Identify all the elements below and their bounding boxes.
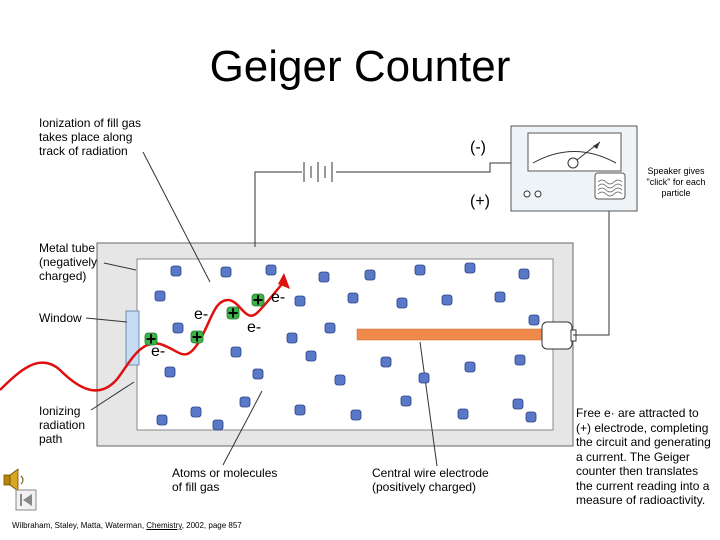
gas-atom: [170, 265, 182, 277]
gas-atom: [286, 332, 298, 344]
gas-atom: [464, 262, 476, 274]
electron-label: e-: [271, 289, 286, 306]
gas-atom: [494, 291, 506, 303]
meter-speaker-grille: [594, 172, 626, 200]
gas-atom: [400, 395, 412, 407]
positive-ions: + + + +: [144, 290, 265, 349]
gas-atom: [364, 269, 376, 281]
gas-atom: [380, 356, 392, 368]
central-wire-electrode: [356, 328, 552, 341]
gas-atom: [418, 372, 430, 384]
radiation-path: [0, 283, 283, 392]
gas-atom: [525, 411, 537, 423]
ion-plus-sign: +: [146, 329, 157, 349]
gas-atom: [514, 354, 526, 366]
electron-label: e-: [194, 306, 209, 323]
gas-atom: [396, 297, 408, 309]
page-title: Geiger Counter: [209, 42, 511, 91]
ion-plus-sign: +: [192, 327, 203, 347]
positive-terminal-label: (+): [470, 193, 490, 210]
negative-terminal-label: (-): [470, 139, 486, 156]
metal-tube-label: Metal tube (negatively charged): [39, 241, 98, 283]
ionizing-path-label: Ionizing radiation path: [39, 404, 86, 446]
gas-atom: [347, 292, 359, 304]
citation-page: , 2002, page 857: [181, 521, 242, 530]
positive-ion: [226, 306, 240, 320]
gas-atom: [528, 314, 540, 326]
gas-atom: [518, 268, 530, 280]
gas-atom: [230, 346, 242, 358]
positive-ion: [190, 330, 204, 344]
citation-book-link[interactable]: Chemistry: [146, 521, 182, 530]
circuit-wire-top: [254, 171, 302, 247]
tube-window: [125, 310, 140, 366]
gas-atom: [220, 266, 232, 278]
gas-atom: [457, 408, 469, 420]
gas-atom: [294, 295, 306, 307]
counter-meter: [510, 125, 638, 212]
gas-atom: [239, 396, 251, 408]
positive-ion: [251, 293, 265, 307]
gas-atom: [334, 374, 346, 386]
citation-authors: Wilbraham, Staley, Matta, Waterman,: [12, 521, 147, 530]
atoms-label: Atoms or molecules of fill gas: [172, 466, 278, 494]
gas-atom: [305, 350, 317, 362]
gas-atom: [154, 290, 166, 302]
ion-plus-sign: +: [228, 303, 239, 323]
gas-atom: [512, 398, 524, 410]
tube-interior: [136, 258, 554, 431]
wire-end-connector: [541, 321, 573, 350]
gas-atom: [441, 294, 453, 306]
citation: Wilbraham, Staley, Matta, Waterman, Chem…: [12, 521, 242, 530]
circuit-wire-right: [573, 210, 610, 336]
battery: [303, 162, 333, 182]
gas-atom: [265, 264, 277, 276]
ionization-label: Ionization of fill gas takes place along…: [39, 116, 142, 158]
gas-atoms: [154, 262, 540, 431]
gas-atom: [190, 406, 202, 418]
gas-atom: [414, 264, 426, 276]
gas-atom: [318, 271, 330, 283]
electron-label: e-: [151, 343, 166, 360]
free-electrons-label: Free e· are attracted to (+) electrode, …: [576, 406, 711, 507]
gas-atom: [164, 366, 176, 378]
central-wire-label: Central wire electrode (positively charg…: [372, 466, 489, 494]
gas-atom: [350, 409, 362, 421]
ion-plus-sign: +: [253, 290, 264, 310]
leader-lines: [85, 151, 438, 467]
gas-atom: [464, 361, 476, 373]
positive-ion: [144, 332, 158, 346]
gas-atom: [324, 322, 336, 334]
electron-label: e-: [247, 319, 262, 336]
speaker-icon[interactable]: [3, 468, 24, 492]
window-label: Window: [39, 311, 82, 325]
gas-atom: [252, 368, 264, 380]
gas-atom: [156, 414, 168, 426]
gas-atom: [294, 404, 306, 416]
media-control-icon[interactable]: [15, 489, 37, 511]
gas-atom: [212, 419, 224, 431]
speaker-label: Speaker gives "click" for each particle: [646, 166, 706, 198]
gas-atom: [172, 322, 184, 334]
